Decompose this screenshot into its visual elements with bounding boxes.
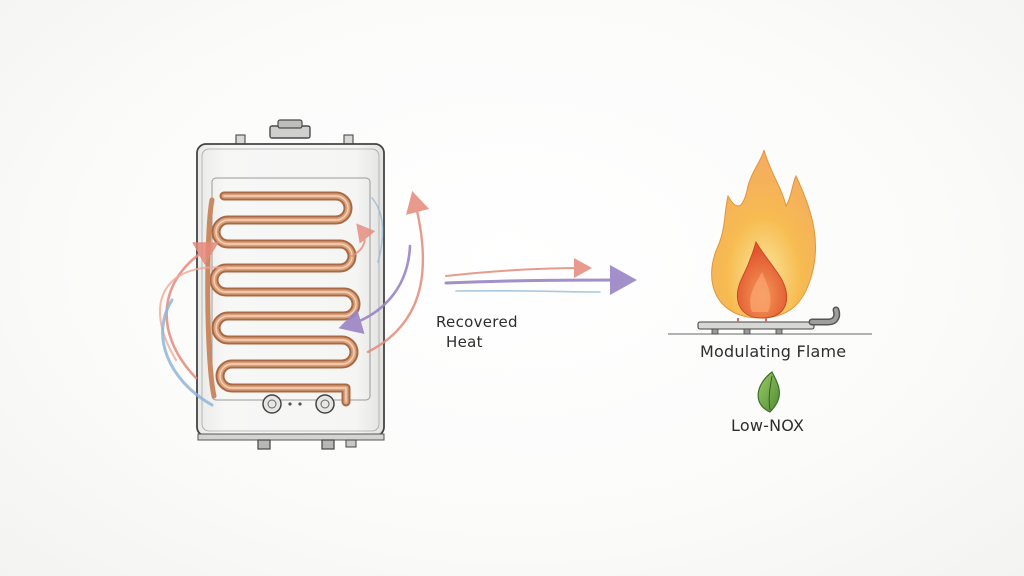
- flame-outer: [711, 149, 817, 319]
- low-nox-label: Low-NOX: [731, 416, 805, 435]
- airflow-arrow-cool-left: [161, 298, 214, 407]
- transfer-arrow-cool: [455, 289, 601, 293]
- airflow-arrow-hot-left-1: [165, 242, 219, 380]
- airflow-arrow-hot-right-2: [351, 223, 376, 257]
- airflow-arrow-cool-right: [371, 197, 384, 263]
- recovered-heat-label-line1: Recovered: [436, 313, 518, 331]
- airflow-arrow-purple-right: [338, 244, 412, 335]
- flame-icon: [711, 149, 817, 319]
- recovered-heat-label-line2: Heat: [446, 333, 483, 351]
- transfer-arrow-hot: [445, 258, 592, 279]
- modulating-flame-label: Modulating Flame: [700, 342, 847, 361]
- airflow-arrow-hot-left-2: [159, 266, 227, 361]
- airflow-arrow-hot-right-1: [366, 191, 430, 354]
- leaf-icon: [757, 371, 780, 413]
- water-heater-icon: [196, 119, 385, 450]
- airflow-arrows: [159, 191, 430, 407]
- recovered-heat-label: Recovered Heat: [436, 312, 518, 352]
- transfer-arrow-purple: [444, 265, 637, 296]
- heater-knobs: [262, 394, 335, 414]
- burner-icon: [668, 306, 872, 335]
- copper-coil: [205, 191, 361, 407]
- heater-top-fittings: [235, 119, 354, 146]
- heat-transfer-arrows: [444, 258, 637, 296]
- heater-bottom-fittings: [197, 433, 385, 450]
